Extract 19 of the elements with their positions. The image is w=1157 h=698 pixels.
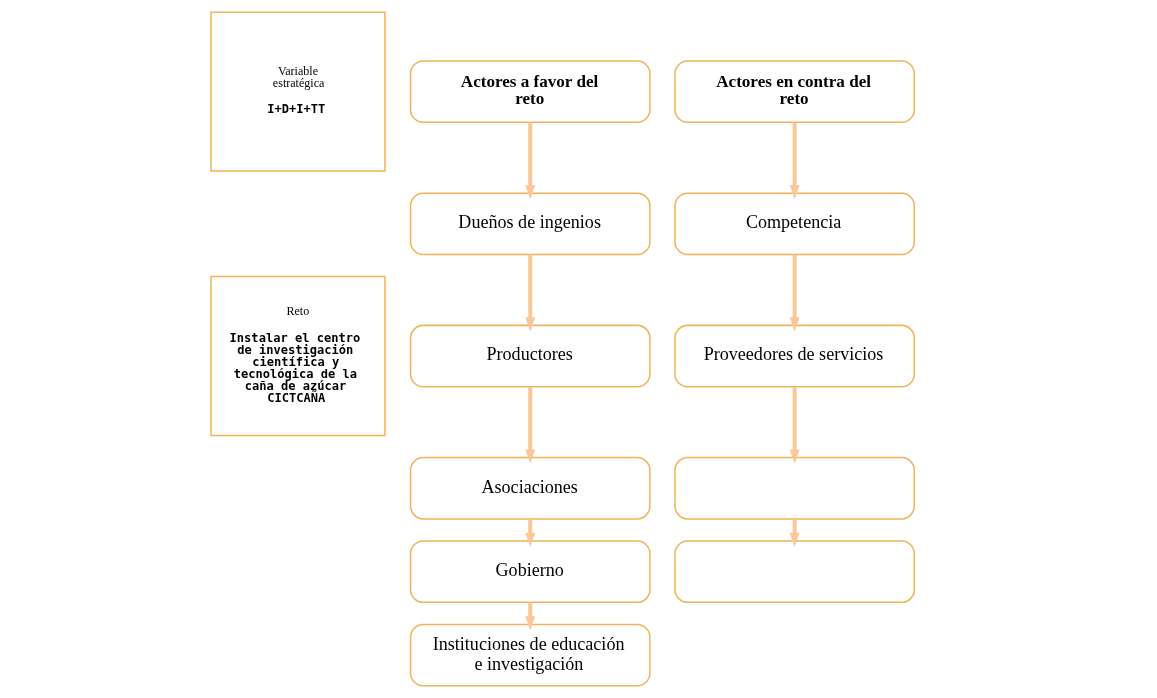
arrow bbox=[789, 254, 800, 332]
node-box: Asociaciones bbox=[409, 456, 651, 520]
arrow bbox=[524, 386, 535, 464]
arrow bbox=[524, 122, 535, 200]
node-box bbox=[673, 540, 915, 604]
node-box bbox=[673, 456, 915, 520]
node-box: Instituciones de educación e investigación bbox=[409, 623, 651, 687]
node-box: Dueños de ingenios bbox=[409, 192, 651, 256]
node-box: Reto Instalar el centro de investigación científica y tecnológica de la caña de azúcar CICTCAÑA bbox=[209, 275, 386, 437]
node-box: Actores a favor del reto bbox=[409, 60, 651, 124]
node-box: Productores bbox=[409, 324, 651, 388]
node-box: Variable estratégica I+D+I+TT bbox=[209, 11, 386, 172]
node-box: Actores en contra del reto bbox=[673, 60, 915, 124]
arrow bbox=[789, 122, 800, 200]
node-box: Gobierno bbox=[409, 540, 651, 604]
node-box: Proveedores de servicios bbox=[673, 324, 915, 388]
arrow bbox=[524, 254, 535, 332]
arrow bbox=[789, 386, 800, 464]
node-box: Competencia bbox=[673, 192, 915, 256]
